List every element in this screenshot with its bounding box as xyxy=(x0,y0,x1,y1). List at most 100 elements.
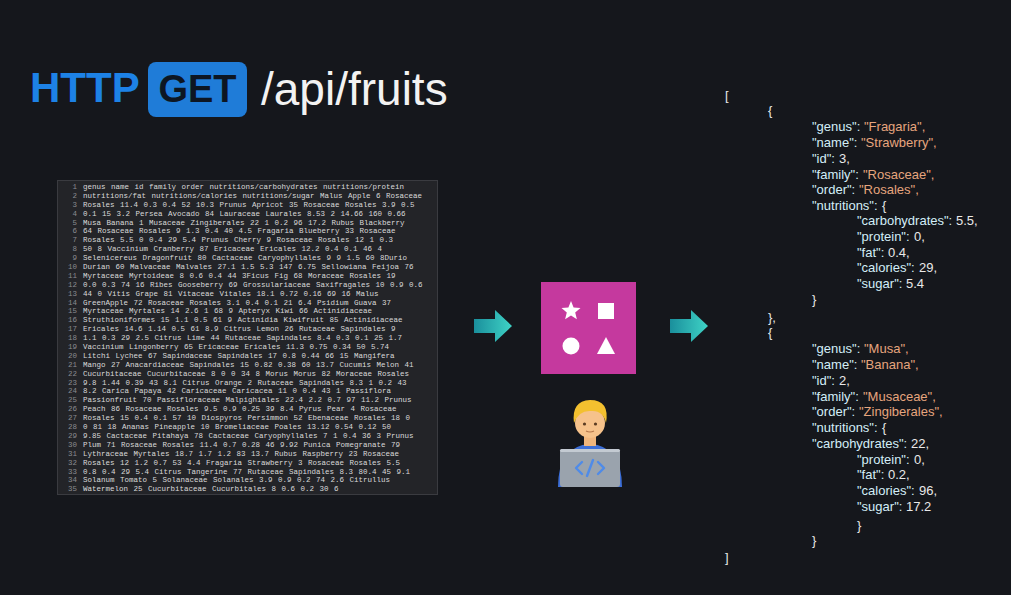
line-number: 14 xyxy=(61,299,77,308)
code-row: 4 0.1 15 3.2 Persea Avocado 84 Lauraceae … xyxy=(58,210,437,219)
tsv-text: Litchi Lychee 67 Sapindaceae Sapindales … xyxy=(83,352,395,360)
json-token: { xyxy=(768,103,772,119)
tsv-text: genus name id family order nutritions/ca… xyxy=(83,183,404,191)
code-row: 2nutritions/fat nutritions/calories nutr… xyxy=(58,192,437,201)
json-token: 22, xyxy=(911,436,929,452)
code-row: 13 44 0 Vitis Grape 81 Vitaceae Vitales 1… xyxy=(58,290,437,299)
tsv-text: Ericales 14.6 1.14 0.5 61 8.9 Citrus Lem… xyxy=(83,325,396,333)
json-token: 0, xyxy=(914,452,925,468)
json-key: "name": xyxy=(812,357,857,373)
json-string-value: "Rosales", xyxy=(859,182,919,198)
code-row: 25Passionfruit 70 Passifloraceae Malpigh… xyxy=(58,396,437,405)
tsv-text: 0.0 0.3 74 16 Ribes Gooseberry 69 Grossu… xyxy=(83,281,423,289)
json-token: } xyxy=(812,292,816,308)
code-row: 30 Plum 71 Rosaceae Rosales 11.4 0.7 0.28… xyxy=(58,441,437,450)
code-row: 12 0.0 0.3 74 16 Ribes Gooseberry 69 Gros… xyxy=(58,281,437,290)
code-row: 10Durian 60 Malvaceae Malvales 27.1 1.5 … xyxy=(58,263,437,272)
json-key: "protein": xyxy=(857,229,910,245)
json-key: "protein": xyxy=(857,452,910,468)
code-row: 8 50 8 Vaccinium Cranberry 87 Ericaceae E… xyxy=(58,245,437,254)
code-row: 26 Peach 86 Rosaceae Rosales 9.5 0.9 0.25… xyxy=(58,405,437,414)
line-number: 5 xyxy=(61,219,77,228)
line-number: 34 xyxy=(61,476,77,485)
json-token: 5.5, xyxy=(956,213,978,229)
json-key: "calories": xyxy=(857,483,915,499)
tsv-text: 0.8 0.4 29 5.4 Citrus Tangerine 77 Rutac… xyxy=(83,468,410,476)
tsv-text: Rosales 11.4 0.3 0.4 52 10.3 Prunus Apri… xyxy=(83,201,415,209)
json-token: }, xyxy=(768,310,776,326)
tsv-text: 9.8 1.44 0.39 43 8.1 Citrus Orange 2 Rut… xyxy=(83,379,407,387)
tsv-text: 0 81 18 Ananas Pineapple 10 Bromeliaceae… xyxy=(83,423,391,431)
line-number: 29 xyxy=(61,432,77,441)
line-number: 8 xyxy=(61,245,77,254)
tsv-text: Selenicereus Dragonfruit 80 Cactaceae Ca… xyxy=(83,254,407,262)
method-text: GET xyxy=(158,62,236,117)
tsv-text: GreenApple 72 Rosaceae Rosales 3.1 0.4 0… xyxy=(83,299,391,307)
json-key: "sugar": xyxy=(857,499,902,515)
tsv-text: nutritions/fat nutritions/calories nutri… xyxy=(83,192,422,200)
json-token: 29, xyxy=(919,260,937,276)
line-number: 17 xyxy=(61,325,77,334)
code-row: 5Musa Banana 1 Musaceae Zingiberales 22 … xyxy=(58,219,437,228)
code-row: 20 Litchi Lychee 67 Sapindaceae Sapindale… xyxy=(58,352,437,361)
json-key: "genus": xyxy=(812,341,860,357)
line-number: 13 xyxy=(61,290,77,299)
line-number: 26 xyxy=(61,405,77,414)
json-string-value: "Zingiberales", xyxy=(859,404,943,420)
code-row: 280 81 18 Ananas Pineapple 10 Bromeliace… xyxy=(58,423,437,432)
line-number: 23 xyxy=(61,379,77,388)
tsv-text: 44 0 Vitis Grape 81 Vitaceae Vitales 18.… xyxy=(83,290,379,298)
line-number: 32 xyxy=(61,459,77,468)
json-token: 2, xyxy=(839,373,850,389)
json-token: 0.2, xyxy=(888,467,910,483)
line-number: 30 xyxy=(61,441,77,450)
tsv-text: Watermelon 25 Cucurbitaceae Cucurbitales… xyxy=(83,485,339,493)
flow-arrow xyxy=(670,310,708,342)
code-row: 16Struthioniformes 15 1.1 0.5 61 9 Actin… xyxy=(58,316,437,325)
tsv-text: 50 8 Vaccinium Cranberry 87 Ericaceae Er… xyxy=(83,245,382,253)
code-row: 15Myrtaceae Myrtales 14 2.6 1 68 9 Apter… xyxy=(58,307,437,316)
json-token: 17.2 xyxy=(906,499,931,515)
line-number: 3 xyxy=(61,201,77,210)
json-token: 0.4, xyxy=(888,245,910,261)
code-row: 27Rosales 15 0.4 0.1 57 10 Diospyros Per… xyxy=(58,414,437,423)
json-key: "name": xyxy=(812,135,857,151)
tsv-text: Mango 27 Anacardiaceae Sapindales 15 0.8… xyxy=(83,361,414,369)
line-number: 21 xyxy=(61,361,77,370)
json-key: "carbohydrates": xyxy=(812,436,907,452)
line-number: 22 xyxy=(61,370,77,379)
tsv-text: Rosales 12 1.2 0.7 53 4.4 Fragaria Straw… xyxy=(83,459,400,467)
code-row: 248.2 Carica Papaya 42 Caricaceae Carica… xyxy=(58,387,437,396)
code-row: 35Watermelon 25 Cucurbitaceae Cucurbital… xyxy=(58,485,437,494)
line-number: 4 xyxy=(61,210,77,219)
tsv-text: 1.1 0.3 29 2.5 Citrus Lime 44 Rutaceae S… xyxy=(83,334,402,342)
code-row: 299.85 Cactaceae Pitahaya 78 Cactaceae C… xyxy=(58,432,437,441)
tsv-text: Peach 86 Rosaceae Rosales 9.5 0.9 0.25 3… xyxy=(83,405,397,413)
line-number: 12 xyxy=(61,281,77,290)
json-key: "nutritions": xyxy=(812,198,878,214)
code-row: 17 Ericales 14.6 1.14 0.5 61 8.9 Citrus L… xyxy=(58,325,437,334)
tsv-text: Plum 71 Rosaceae Rosales 11.4 0.7 0.28 4… xyxy=(83,441,400,449)
code-row: 32 Rosales 12 1.2 0.7 53 4.4 Fragaria Str… xyxy=(58,459,437,468)
line-number: 9 xyxy=(61,254,77,263)
line-number: 24 xyxy=(61,387,77,396)
json-string-value: "Musaceae", xyxy=(863,389,936,405)
json-token: 5.4 xyxy=(906,276,924,292)
json-token: 0, xyxy=(914,229,925,245)
code-row: 181.1 0.3 29 2.5 Citrus Lime 44 Rutaceae… xyxy=(58,334,437,343)
line-number: 31 xyxy=(61,450,77,459)
code-row: 14 GreenApple 72 Rosaceae Rosales 3.1 0.4… xyxy=(58,299,437,308)
json-key: "nutritions": xyxy=(812,420,878,436)
flow-arrow xyxy=(474,310,512,342)
code-row: 7Rosales 5.5 0 0.4 29 5.4 Prunus Cherry … xyxy=(58,236,437,245)
json-string-value: "Strawberry", xyxy=(861,135,937,151)
json-key: "id": xyxy=(812,373,835,389)
tsv-text: Rosales 5.5 0 0.4 29 5.4 Prunus Cherry 9… xyxy=(83,236,393,244)
line-number: 16 xyxy=(61,316,77,325)
json-key: "family": xyxy=(812,167,859,183)
tsv-text: 0.1 15 3.2 Persea Avocado 84 Lauraceae L… xyxy=(83,210,406,218)
tsv-file-panel: 1genus name id family order nutritions/c… xyxy=(57,180,438,495)
tsv-text: Solanum Tomato 5 Solanaceae Solanales 3.… xyxy=(83,476,390,484)
json-token: ] xyxy=(725,550,729,566)
line-number: 20 xyxy=(61,352,77,361)
